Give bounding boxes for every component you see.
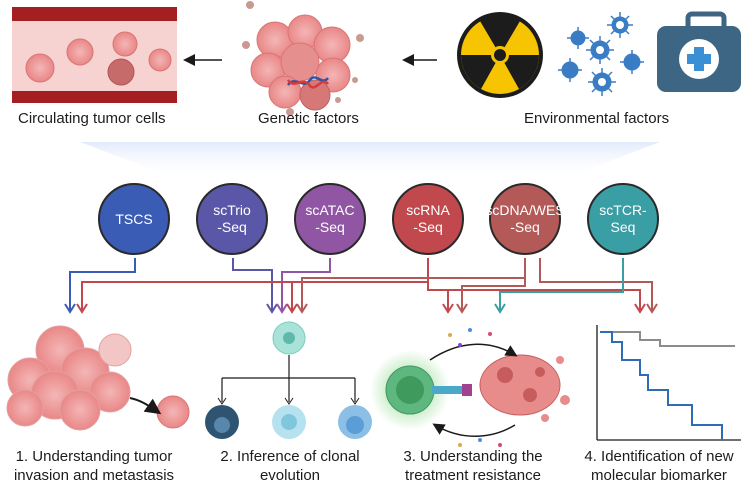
- connector-arrows: [64, 258, 658, 314]
- method-tscs: TSCS: [98, 183, 170, 255]
- medical-kit-icon: [657, 11, 741, 92]
- method-sctcr-seq: scTCR-Seq: [587, 183, 659, 255]
- method-scrna-seq: scRNA-Seq: [392, 183, 464, 255]
- light-beam: [80, 142, 660, 180]
- environmental-factors-label: Environmental factors: [524, 110, 670, 127]
- method-scatac-seq: scATAC-Seq: [294, 183, 366, 255]
- method-sctrio-seq: scTrio-Seq: [196, 183, 268, 255]
- blood-vessel-icon: [12, 7, 177, 103]
- tumor-mass-icon: [6, 325, 190, 431]
- circulating-tumor-cells-label: Circulating tumor cells: [18, 110, 166, 127]
- immune-tumor-interaction-icon: [370, 328, 570, 447]
- virus-icon: [558, 12, 644, 96]
- clonal-tree-icon: [205, 321, 372, 439]
- genetic-factors-label: Genetic factors: [258, 110, 359, 127]
- tumor-cluster-icon: [242, 1, 364, 116]
- radiation-icon: [457, 12, 543, 98]
- km-plot-icon: [596, 325, 741, 441]
- method-scdna-wes-seq: scDNA/WES-Seq: [485, 183, 565, 255]
